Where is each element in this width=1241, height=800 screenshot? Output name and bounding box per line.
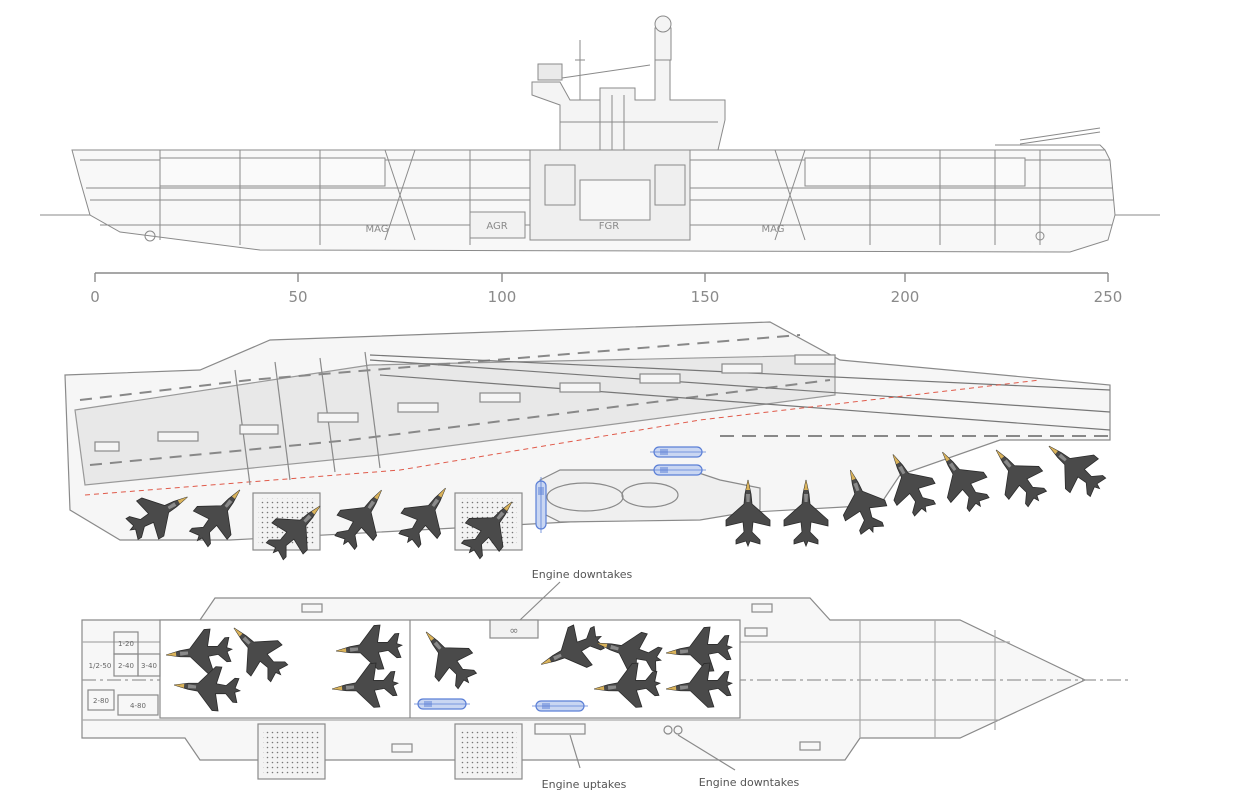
bay-label: 4-80 — [130, 702, 146, 710]
callout-engine-uptakes: Engine uptakes — [542, 778, 627, 791]
helicopter-icon — [531, 700, 589, 712]
flight-deck-plan — [64, 321, 1111, 551]
hangar-plan: ∞ — [81, 581, 1130, 780]
bay-label: 2-40 — [118, 662, 134, 670]
label-agr: AGR — [486, 221, 507, 232]
fighter-jet-icon — [1034, 428, 1115, 506]
callout-engine-downtakes-bottom: Engine downtakes — [699, 776, 800, 789]
landing-line — [84, 379, 1041, 496]
scale-tick-200: 200 — [891, 288, 920, 306]
angled-deck — [74, 354, 836, 486]
scale-tick-100: 100 — [488, 288, 517, 306]
island-superstructure — [531, 59, 726, 151]
label-mag-aft: MAG — [761, 224, 784, 235]
label-mag-forward: MAG — [365, 224, 388, 235]
svg-text:∞: ∞ — [509, 624, 518, 637]
helicopter-icon — [535, 476, 547, 534]
bay-label: 2-80 — [93, 697, 109, 705]
scale-tick-50: 50 — [288, 288, 307, 306]
bay-label: 3-40 — [141, 662, 157, 670]
scale-tick-150: 150 — [691, 288, 720, 306]
callout-engine-downtakes-top: Engine downtakes — [532, 568, 633, 581]
helicopter-icon — [413, 698, 471, 710]
scale-tick-250: 250 — [1094, 288, 1123, 306]
side-profile — [40, 15, 1160, 253]
bay-label: 1-20 — [118, 640, 134, 648]
scale-bar — [94, 272, 1109, 282]
helicopter-icon — [649, 464, 707, 476]
bay-label: 1/2-50 — [89, 662, 112, 670]
label-fgr: FGR — [599, 221, 620, 232]
fighter-jet-icon — [978, 435, 1056, 516]
scale-tick-0: 0 — [90, 288, 100, 306]
helicopter-icon — [649, 446, 707, 458]
